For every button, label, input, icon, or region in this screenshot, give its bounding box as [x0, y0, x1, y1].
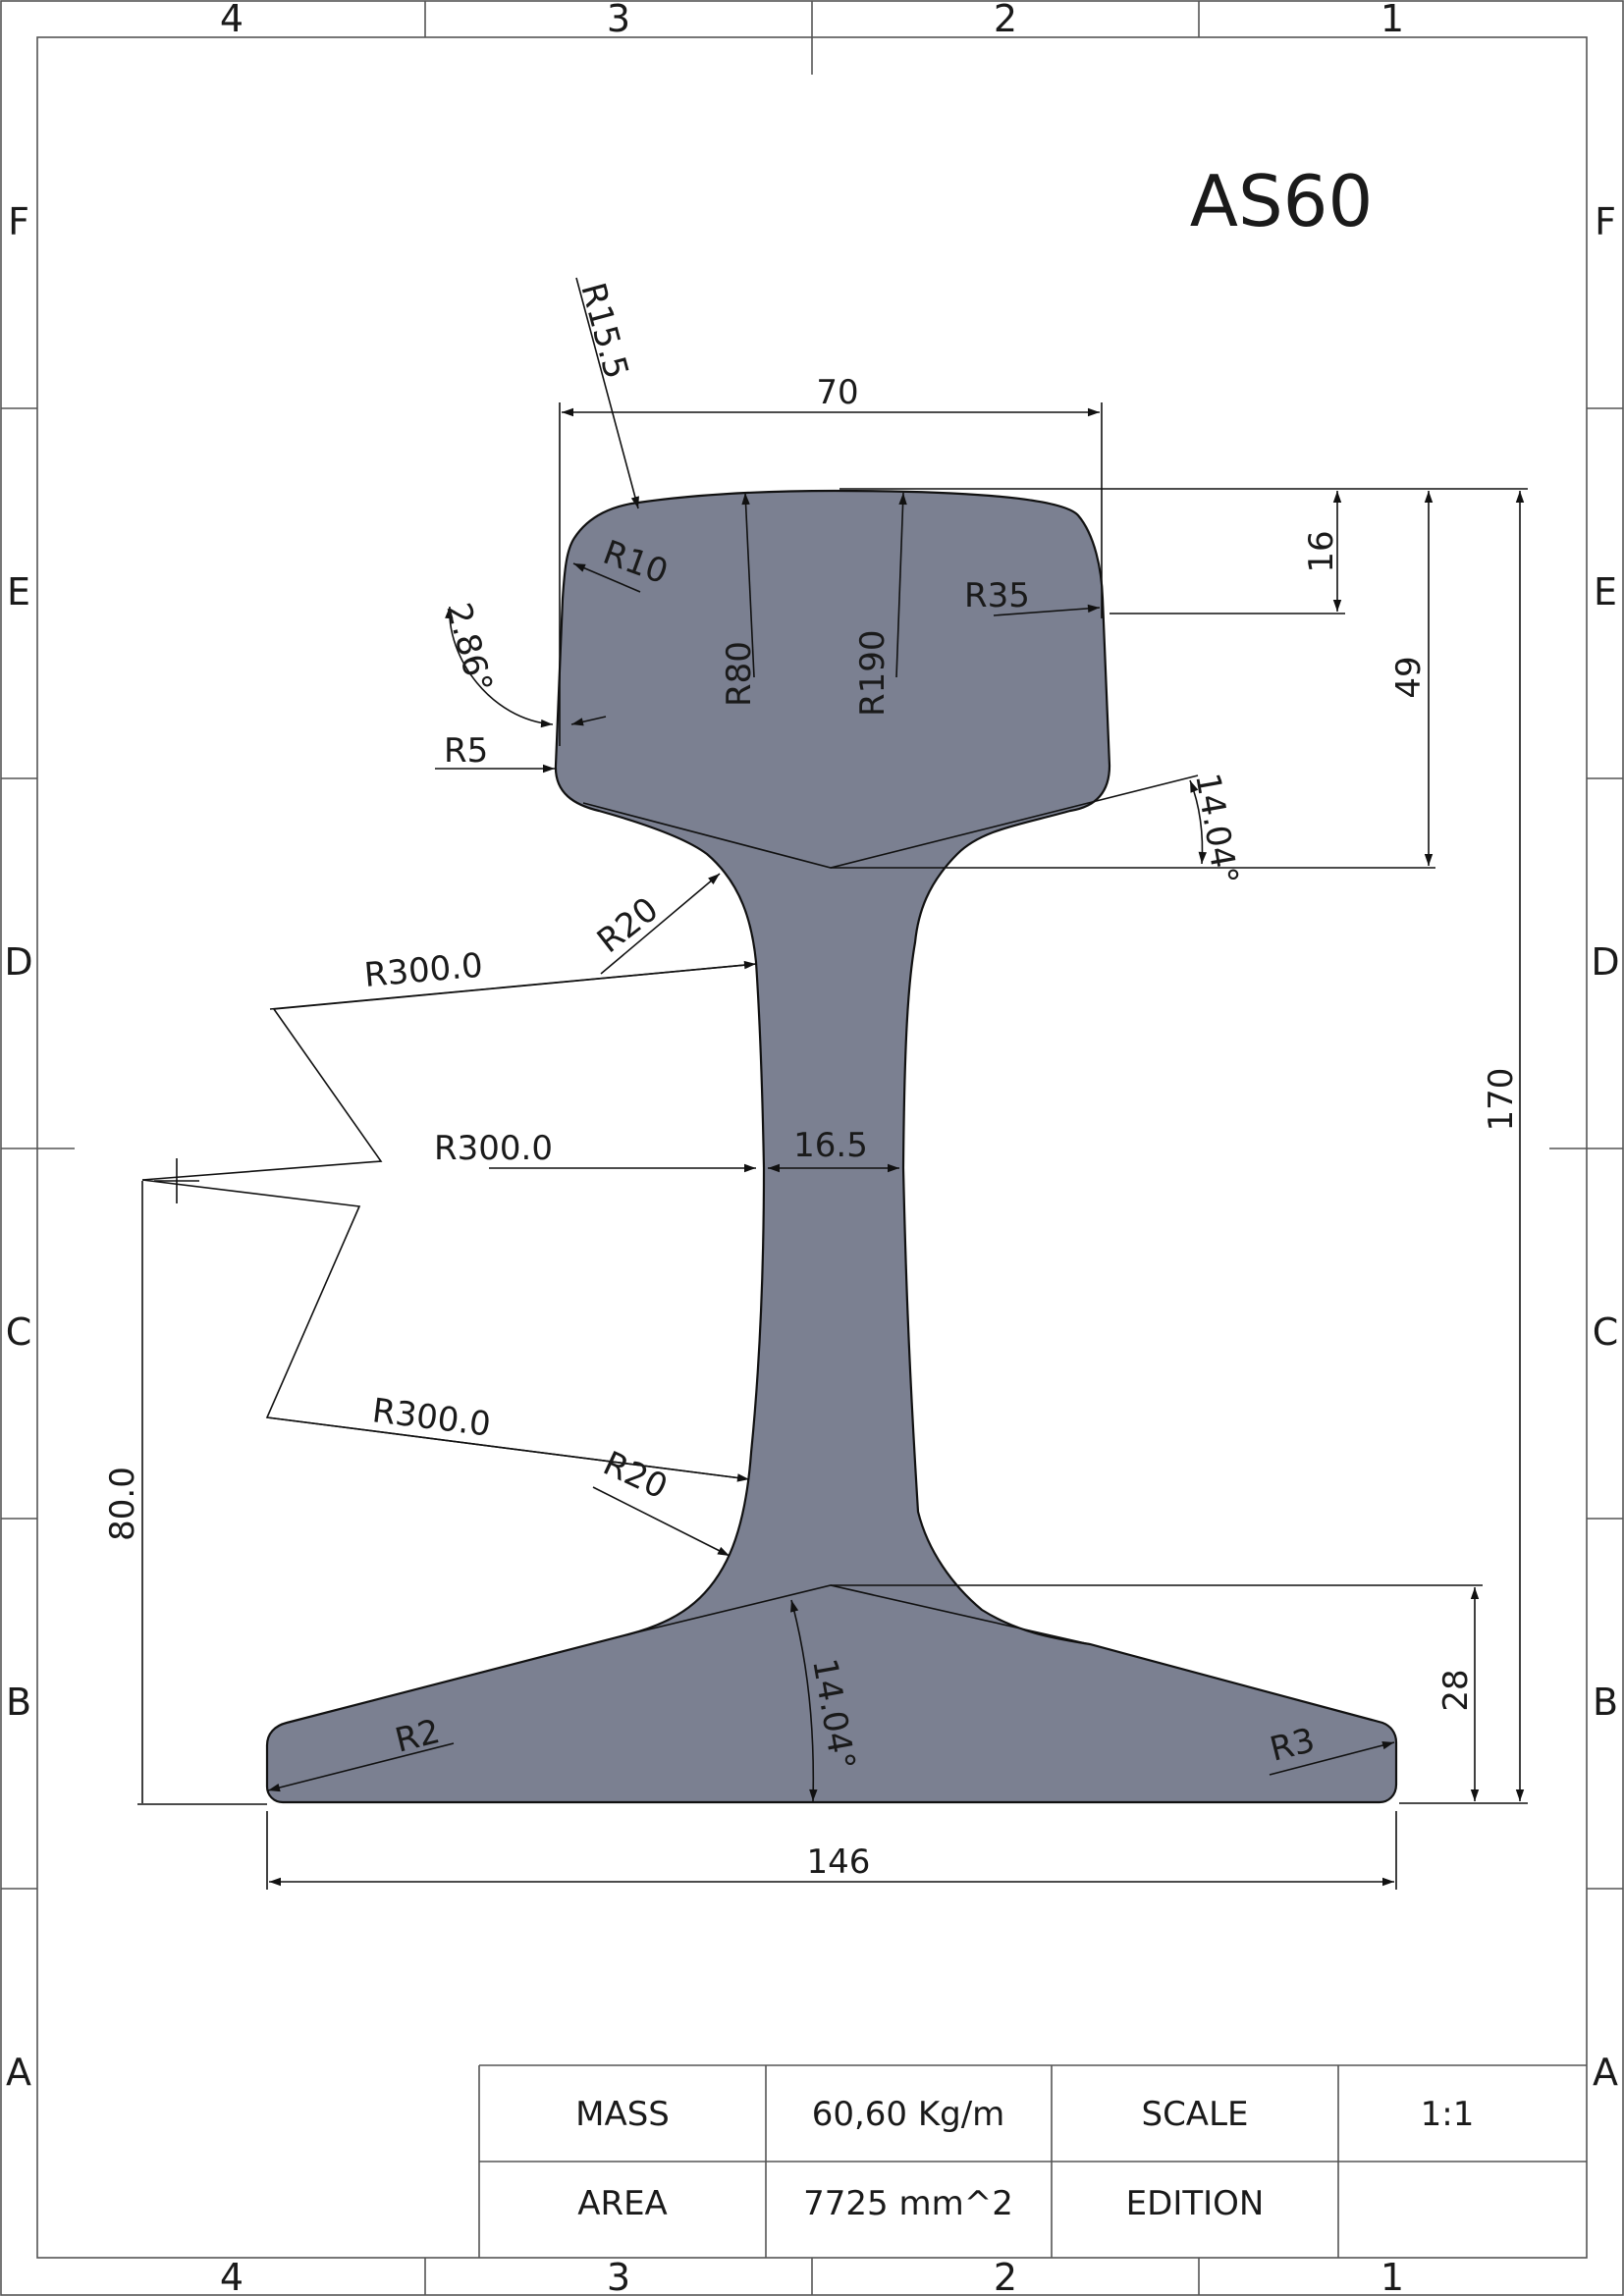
rail-profile — [265, 489, 1398, 1804]
zone-col-bottom: 3 — [607, 2256, 630, 2296]
zone-col-top: 3 — [607, 0, 630, 40]
edition-label: EDITION — [1126, 2184, 1265, 2223]
title-block: MASS 60,60 Kg/m SCALE 1:1 AREA 7725 mm^2… — [478, 2064, 1587, 2258]
zone-row-left: C — [6, 1310, 32, 1354]
zone-row-left: A — [6, 2051, 31, 2094]
zone-row-right: B — [1593, 1681, 1618, 1724]
zone-row-left: D — [4, 940, 32, 984]
zone-row-left: E — [7, 570, 30, 614]
dim-angle-head-underside: 14.04° — [1187, 771, 1245, 888]
zone-col-top: 1 — [1380, 0, 1404, 40]
mass-label: MASS — [575, 2095, 670, 2134]
zone-row-left: B — [6, 1681, 31, 1724]
zone-labels: 4 3 2 1 4 3 2 1 F E D C B A F E D C B A — [4, 0, 1619, 2296]
dim-web-center-height: 80.0 — [103, 1467, 142, 1541]
area-value: 7725 mm^2 — [803, 2184, 1013, 2223]
dim-r190: R190 — [853, 629, 893, 717]
area-label: AREA — [577, 2184, 668, 2223]
zone-row-right: C — [1593, 1310, 1619, 1354]
zone-col-top: 4 — [220, 0, 244, 40]
scale-label: SCALE — [1141, 2095, 1248, 2134]
zone-col-bottom: 2 — [994, 2256, 1017, 2296]
dim-total-height: 170 — [1482, 1068, 1521, 1132]
dim-foot-width: 146 — [807, 1842, 871, 1882]
dimension-labels: 70 R15.5 16 49 170 28 R10 R80 R190 R35 R… — [103, 279, 1521, 1882]
mass-value: 60,60 Kg/m — [812, 2095, 1005, 2134]
zone-row-right: A — [1593, 2051, 1618, 2094]
dim-foot-height: 28 — [1436, 1669, 1476, 1711]
dim-head-width: 70 — [816, 373, 858, 412]
dimension-lines — [137, 277, 1528, 1890]
drawing-title: AS60 — [1190, 160, 1374, 242]
scale-value: 1:1 — [1421, 2095, 1475, 2134]
dim-r15-5: R15.5 — [572, 279, 635, 383]
dim-head-top-height: 16 — [1302, 530, 1341, 572]
dim-r5: R5 — [444, 731, 488, 771]
zone-col-bottom: 4 — [220, 2256, 244, 2296]
zone-col-top: 2 — [994, 0, 1017, 40]
dim-angle-head-side: 2.86° — [438, 599, 500, 697]
zone-row-left: F — [8, 200, 29, 243]
dim-r35: R35 — [964, 576, 1030, 615]
dim-r80: R80 — [720, 641, 759, 707]
dim-web-thickness: 16.5 — [793, 1126, 868, 1165]
zone-row-right: D — [1591, 940, 1619, 984]
zone-row-right: F — [1595, 200, 1616, 243]
dim-r300-mid: R300.0 — [434, 1129, 553, 1168]
dim-head-height: 49 — [1389, 656, 1429, 698]
dim-r300-top: R300.0 — [362, 946, 484, 995]
dim-r300-bottom: R300.0 — [370, 1391, 493, 1444]
zone-row-right: E — [1594, 570, 1617, 614]
zone-col-bottom: 1 — [1380, 2256, 1404, 2296]
dim-r20-bottom: R20 — [597, 1444, 674, 1508]
